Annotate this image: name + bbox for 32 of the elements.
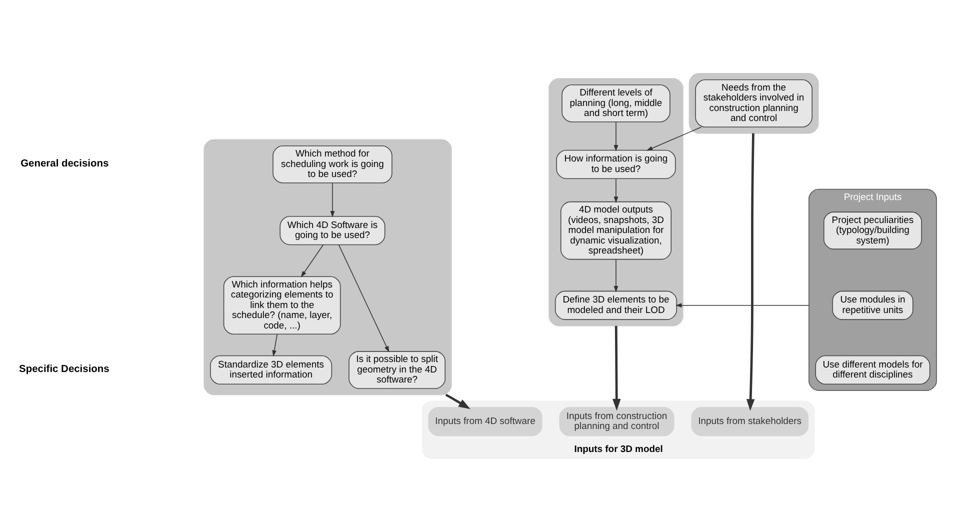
node-box: Standardize 3D elements inserted information <box>210 354 332 384</box>
node-box: Which method for scheduling work is going to be used? <box>272 145 392 183</box>
node-box: Define 3D elements to be modeled and their LOD <box>554 290 678 320</box>
node-box: Project peculiarities (typology/building system) <box>824 211 922 249</box>
arrow <box>614 258 618 292</box>
cluster <box>204 138 452 395</box>
arrow <box>646 126 702 150</box>
node-box: Use modules in repetitive units <box>832 290 914 320</box>
arrow <box>338 244 390 352</box>
arrow <box>612 325 621 410</box>
arrow <box>445 393 470 409</box>
node-box: Use different models for different disciplines <box>815 354 930 384</box>
node-box: Which 4D Software is going to be used? <box>280 215 386 245</box>
cluster <box>688 72 819 134</box>
arrow <box>675 302 810 308</box>
arrow <box>300 244 324 277</box>
node-box: Inputs from 4D software <box>428 406 542 436</box>
node-box: Different levels of planning (long, middle and short term) <box>562 84 670 122</box>
arrow <box>330 182 335 217</box>
node-box: Inputs from construction planning and control <box>559 406 674 436</box>
arrow <box>614 121 618 151</box>
node-box: Is it possible to split geometry in the 4D software? <box>348 350 446 388</box>
arrow <box>272 333 278 356</box>
arrow <box>746 132 755 410</box>
label: Specific Decisions <box>19 363 110 374</box>
node-box: 4D model outputs (videos, snapshots, 3D model manipulation for dynamic visualization, spreadsheet) <box>560 200 672 260</box>
node-box: Which information helps categorizing elements to link them to the schedule? (name, layer, code, ...) <box>223 276 341 334</box>
arrow <box>614 178 618 202</box>
node-box: How information is going to be used? <box>556 149 676 178</box>
node-box: Inputs from stakeholders <box>691 406 809 436</box>
label: General decisions <box>20 158 109 169</box>
node-box: Needs from the stakeholders involved in construction planning and control <box>695 78 812 127</box>
